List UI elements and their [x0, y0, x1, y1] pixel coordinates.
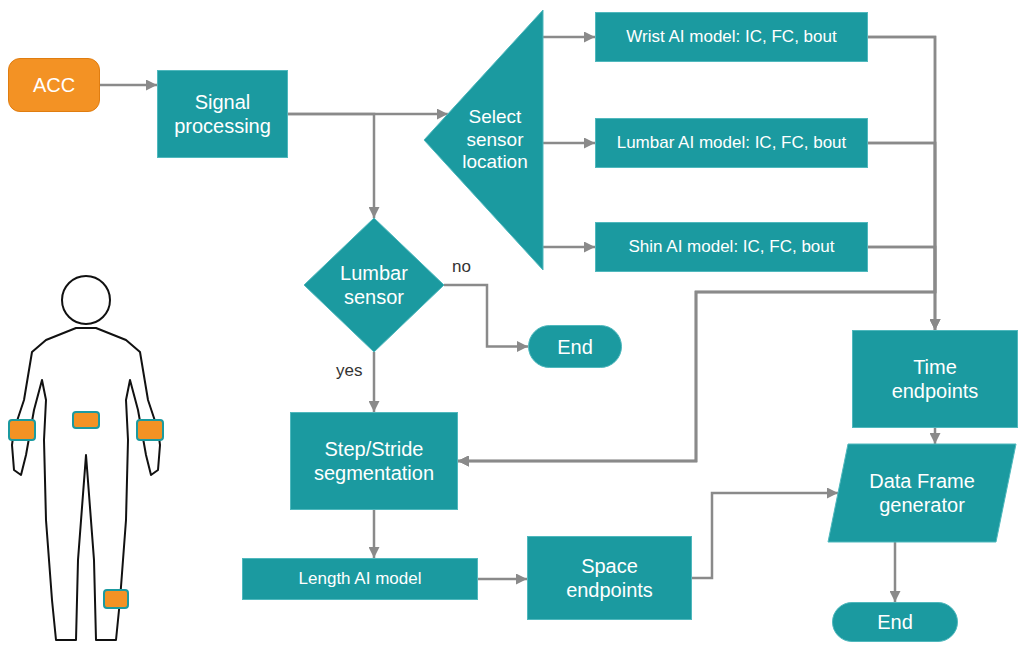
- flow-arrow: [894, 542, 897, 602]
- process-box: Step/Stride segmentation: [290, 412, 458, 510]
- flow-arrow: [934, 428, 937, 444]
- node-label: Length AI model: [299, 569, 422, 589]
- data-parallelogram-outline: [828, 444, 1016, 542]
- flow-arrow: [692, 493, 838, 578]
- data-parallelogram-shape: [828, 444, 1016, 542]
- node-label: Shin AI model: IC, FC, bout: [629, 237, 835, 257]
- node-label: Signal processing: [166, 90, 279, 138]
- flow-arrow: [478, 578, 527, 581]
- edge-label: yes: [334, 362, 364, 381]
- flow-arrow: [288, 114, 374, 218]
- process-box: Space endpoints: [527, 536, 692, 620]
- node-label: Wrist AI model: IC, FC, bout: [626, 27, 836, 47]
- node-label: Data Frame generator: [857, 469, 987, 517]
- wrist-sensor: [9, 420, 35, 440]
- input-box: ACC: [8, 58, 100, 112]
- process-box: Time endpoints: [852, 330, 1018, 428]
- decision-diamond-outline: [304, 218, 444, 352]
- model-box: Shin AI model: IC, FC, bout: [595, 222, 868, 272]
- flow-arrow: [868, 37, 935, 330]
- data-parallelogram: Data Frame generator: [828, 444, 1016, 542]
- selector-triangle: Select sensor location: [424, 10, 543, 270]
- selector-triangle-shape: [424, 10, 543, 270]
- flow-arrow: [100, 84, 157, 87]
- flow-arrow: [868, 247, 935, 330]
- figure-body: [12, 328, 160, 640]
- flow-arrow: [373, 510, 376, 558]
- wrist-sensor: [137, 420, 163, 440]
- flow-arrow: [543, 246, 595, 249]
- flow-arrow: [543, 36, 595, 39]
- model-box: Length AI model: [242, 558, 478, 600]
- decision-diamond-shape: [304, 218, 444, 352]
- model-box: Lumbar AI model: IC, FC, bout: [595, 118, 868, 168]
- node-label: End: [557, 335, 593, 359]
- flow-arrow: [373, 352, 376, 412]
- model-box: Wrist AI model: IC, FC, bout: [595, 12, 868, 62]
- node-label: Lumbar sensor: [334, 261, 414, 309]
- shin-sensor: [104, 590, 128, 608]
- decision-diamond: Lumbar sensor: [304, 218, 444, 352]
- node-label: Step/Stride segmentation: [299, 437, 449, 485]
- node-label: Lumbar AI model: IC, FC, bout: [617, 133, 847, 153]
- edge-label: no: [450, 258, 473, 277]
- node-label: Time endpoints: [880, 355, 990, 403]
- node-label: End: [877, 610, 913, 634]
- node-label: Space endpoints: [555, 554, 665, 602]
- node-label: ACC: [33, 73, 75, 97]
- flow-arrow: [444, 285, 528, 347]
- lumbar-sensor: [73, 412, 99, 428]
- flow-arrow: [868, 143, 935, 330]
- terminal-pill: End: [832, 602, 958, 642]
- figure-head: [62, 276, 110, 324]
- terminal-pill: End: [528, 325, 622, 368]
- process-box: Signal processing: [157, 70, 288, 158]
- flow-arrow: [543, 142, 595, 145]
- node-label: Select sensor location: [453, 106, 537, 174]
